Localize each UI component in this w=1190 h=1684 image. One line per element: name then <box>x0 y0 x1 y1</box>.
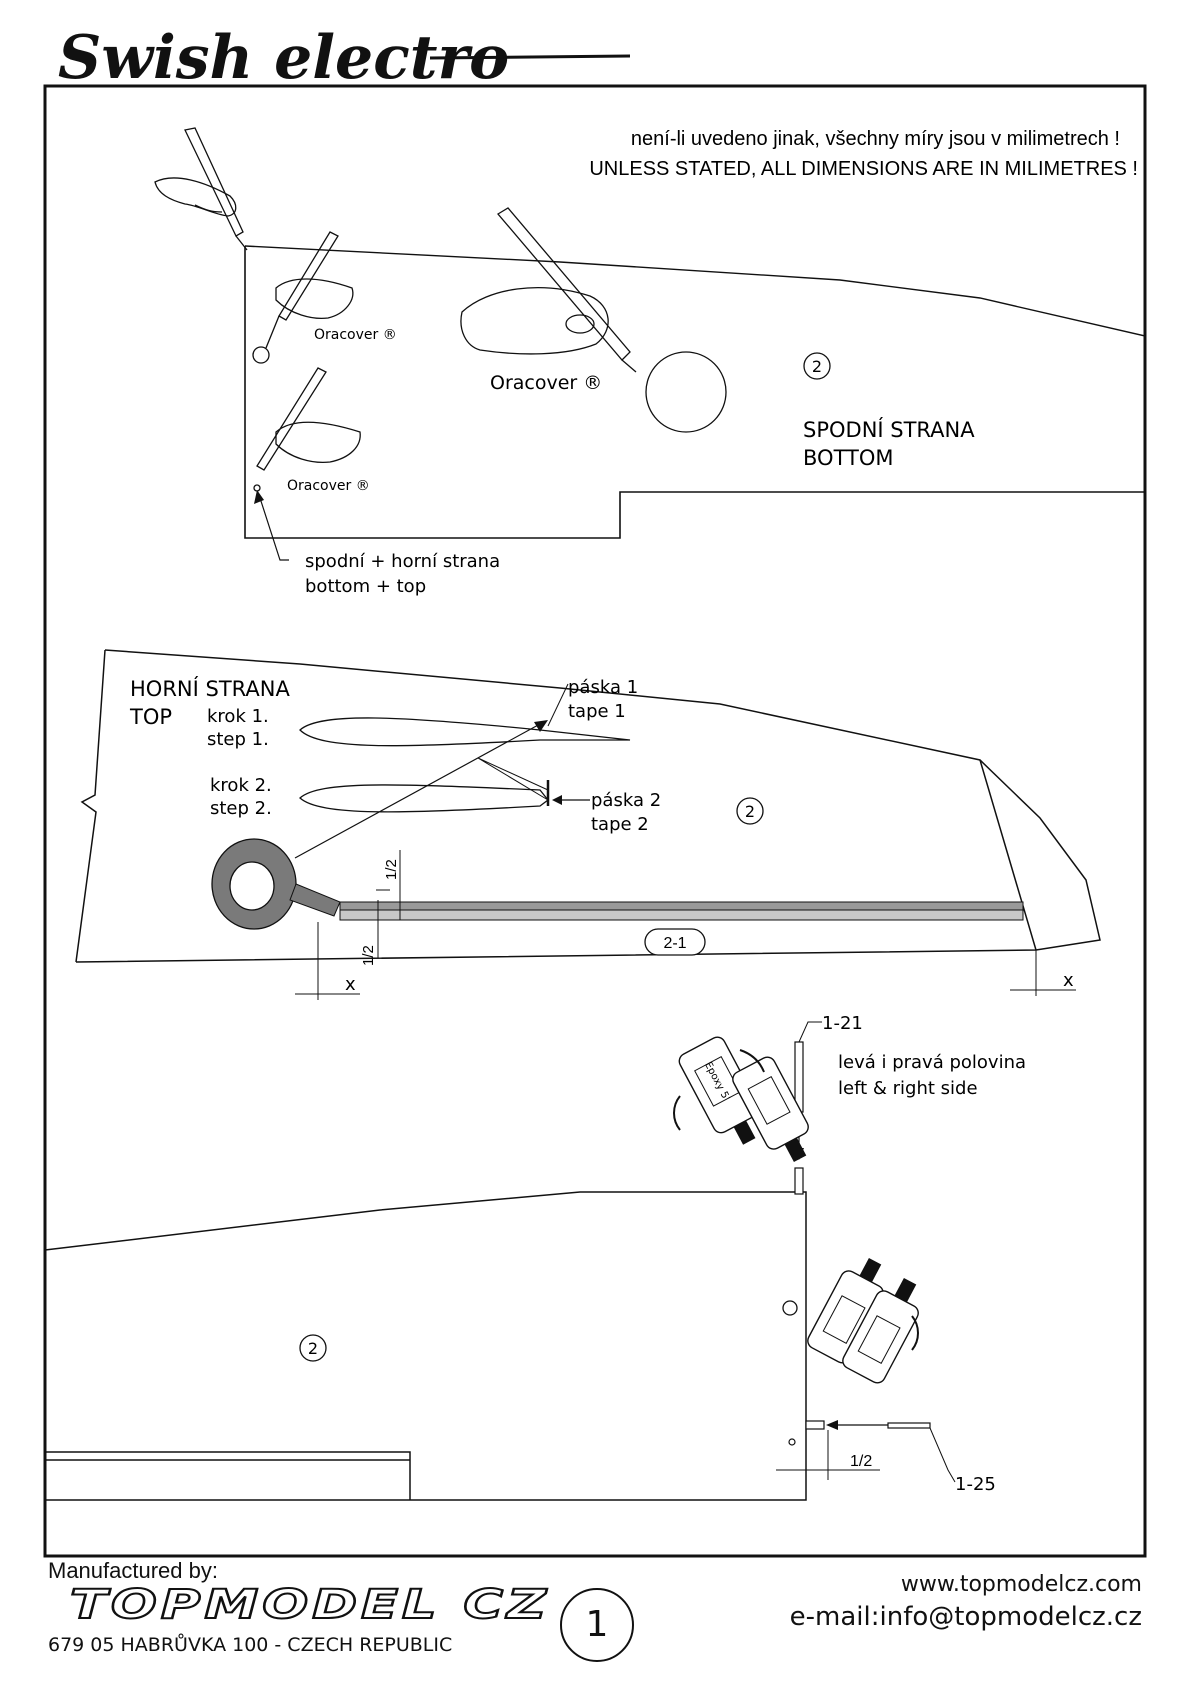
tape2-label-cz: páska 2 <box>591 790 661 811</box>
dim-half-lower: 1/2 <box>850 1453 872 1470</box>
part-number-badge <box>736 797 764 825</box>
tape2-fold-lines <box>477 757 549 801</box>
arrow-head <box>826 1420 838 1430</box>
step1-wing-panel <box>244 245 1146 539</box>
top-side-en: TOP <box>129 705 172 729</box>
arrow-head <box>552 795 562 805</box>
email-link[interactable]: e-mail:info@topmodelcz.cz <box>789 1602 1142 1632</box>
leader-line <box>259 497 289 561</box>
pin-1-25-icon <box>887 1422 931 1429</box>
hand-knife-icon <box>154 127 248 251</box>
epoxy-bottle-icon <box>842 1277 919 1384</box>
page-frame <box>43 84 1147 1558</box>
pin-top-leader <box>798 1021 822 1043</box>
part-number-step1: 2 <box>812 357 822 376</box>
top-side-cz: HORNÍ STRANA <box>130 676 290 701</box>
manufacturer-block: Manufactured by: TOPMODEL CZ 679 05 HABR… <box>48 1558 548 1668</box>
arrow-head <box>254 490 264 504</box>
dim-x-left: x <box>345 974 356 995</box>
units-notice-cz: není-li uvedeno jinak, všechny míry jsou… <box>631 128 1120 150</box>
note-en: bottom + top <box>305 576 426 597</box>
hand-cutting-tiny-hole-icon <box>253 367 361 492</box>
oracover-label-large: Oracover ® <box>490 372 602 394</box>
tape1-label-cz: páska 1 <box>568 677 638 698</box>
step1-label-en: step 1. <box>207 729 269 750</box>
tape-strip-upper <box>339 901 1024 911</box>
part-number-step3: 2 <box>308 1339 318 1358</box>
dimension-x-right <box>1010 950 1076 996</box>
tape1-leader <box>547 683 569 727</box>
website-link[interactable]: www.topmodelcz.com <box>900 1572 1142 1597</box>
shake-motion-mark <box>911 1315 919 1351</box>
airfoil-section-step2 <box>299 784 549 813</box>
step3-wing-panel <box>44 1191 807 1501</box>
side-note-cz: levá i pravá polovina <box>838 1052 1026 1073</box>
tape-strip-lower <box>339 909 1024 921</box>
dimension-x-left <box>295 922 360 1000</box>
hand-cutting-large-circle-icon <box>460 207 727 433</box>
pin-inserted-icon <box>794 1167 804 1195</box>
tape1-label-en: tape 1 <box>568 701 626 722</box>
tape2-label-en: tape 2 <box>591 814 649 835</box>
brand-logo: TOPMODEL CZ <box>69 1581 551 1629</box>
shake-motion-mark <box>673 1095 681 1131</box>
step2-label-cz: krok 2. <box>210 775 272 796</box>
manufacturer-address: 679 05 HABRŮVKA 100 - CZECH REPUBLIC <box>48 1634 453 1656</box>
dimension-half-lower <box>776 1430 880 1480</box>
pin-inserted-icon <box>805 1420 825 1430</box>
oracover-label-small: Oracover ® <box>314 327 397 343</box>
part-number-step2: 2 <box>745 802 755 821</box>
part-number-badge <box>299 1334 327 1362</box>
step2-wing-panel <box>75 649 1101 963</box>
hole-mark-small <box>788 1438 796 1446</box>
contact-block: www.topmodelcz.com e-mail:info@topmodelc… <box>790 1570 1142 1634</box>
hole-mark <box>782 1300 798 1316</box>
oracover-label-tiny: Oracover ® <box>287 478 370 494</box>
shake-motion-mark <box>739 1049 765 1073</box>
pin-bottom-leader <box>929 1427 956 1483</box>
page-number: 1 <box>560 1588 634 1662</box>
arrow-head <box>534 720 548 732</box>
step1-label-cz: krok 1. <box>207 706 269 727</box>
title-swash <box>429 54 631 60</box>
units-notice-en: UNLESS STATED, ALL DIMENSIONS ARE IN MIL… <box>589 158 1138 180</box>
strip-part-label: 2-1 <box>663 935 686 952</box>
strip-part-badge <box>644 928 706 956</box>
note-cz: spodní + horní strana <box>305 551 500 572</box>
side-label-en: BOTTOM <box>803 446 894 470</box>
dimension-half-marks <box>370 850 401 958</box>
manufactured-by-label: Manufactured by: <box>48 1558 218 1583</box>
dim-half-bottom: 1/2 <box>360 945 377 966</box>
airfoil-section-step1 <box>299 717 631 747</box>
pin-top-label: 1-21 <box>822 1013 863 1034</box>
tape-roll-icon <box>211 838 341 930</box>
epoxy-bottle-icon: Epoxy 5' <box>678 1036 760 1145</box>
step2-label-en: step 2. <box>210 798 272 819</box>
epoxy-bottle-icon <box>732 1056 809 1163</box>
side-note-en: left & right side <box>838 1078 978 1099</box>
dim-x-right: x <box>1063 970 1074 991</box>
tape1-arrow-line <box>294 723 541 859</box>
side-label-cz: SPODNÍ STRANA <box>803 417 975 442</box>
hand-cutting-small-circle-icon <box>252 231 354 364</box>
pin-bottom-label: 1-25 <box>955 1474 996 1495</box>
part-number-badge <box>803 352 831 380</box>
dim-half-top: 1/2 <box>383 859 400 880</box>
